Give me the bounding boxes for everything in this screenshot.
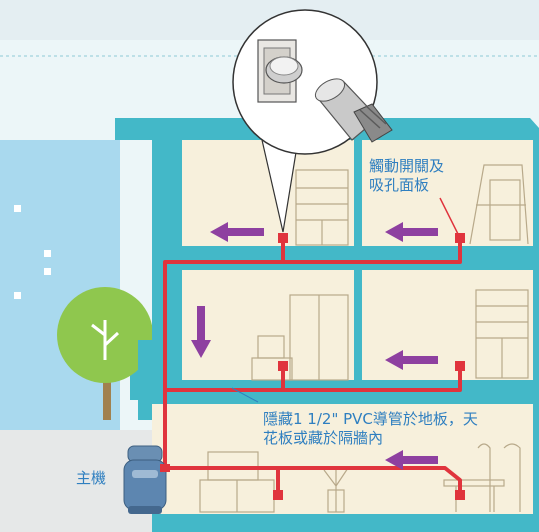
- airflow-arrows: [191, 222, 438, 470]
- inlet-port: [278, 361, 288, 371]
- airflow-arrow-icon: [191, 306, 211, 358]
- inlet-port: [455, 361, 465, 371]
- pipe-leader-line: [231, 387, 259, 403]
- room-middle-right: [362, 270, 533, 380]
- airflow-arrow-icon: [385, 350, 438, 370]
- room-top-right: [362, 140, 533, 246]
- vacuum-unit-icon: [123, 445, 170, 514]
- socket-callout: [232, 9, 393, 233]
- pipe-note-label: 隱藏1 1/2" PVC導管於地板，天 花板或藏於隔牆內: [263, 410, 478, 448]
- switch-leader-line: [439, 197, 459, 235]
- airflow-arrow-icon: [210, 222, 264, 242]
- tree-icon: [57, 287, 153, 420]
- airflow-arrow-icon: [385, 450, 438, 470]
- inlet-port: [455, 490, 465, 500]
- wall-socket-icon: [257, 39, 303, 103]
- inlet-ports: [273, 233, 465, 500]
- airflow-arrow-icon: [385, 222, 438, 242]
- inlet-port: [455, 233, 465, 243]
- furniture: [199, 164, 529, 513]
- inlet-port: [278, 233, 288, 243]
- pipe-note-label-line1: 隱藏1 1/2" PVC導管於地板，天: [263, 410, 478, 428]
- inlet-port: [273, 490, 283, 500]
- hose-nozzle-icon: [314, 78, 393, 143]
- switch-panel-label: 觸動開關及 吸孔面板: [369, 157, 444, 195]
- switch-panel-label-line1: 觸動開關及: [369, 157, 445, 175]
- room-middle-left: [182, 270, 354, 380]
- main-unit-label: 主機: [76, 469, 107, 487]
- pipe-note-label-line2: 花板或藏於隔牆內: [263, 429, 384, 447]
- room-ground: [152, 404, 533, 514]
- pvc-pipe: [163, 236, 462, 496]
- switch-panel-label-line2: 吸孔面板: [369, 176, 430, 194]
